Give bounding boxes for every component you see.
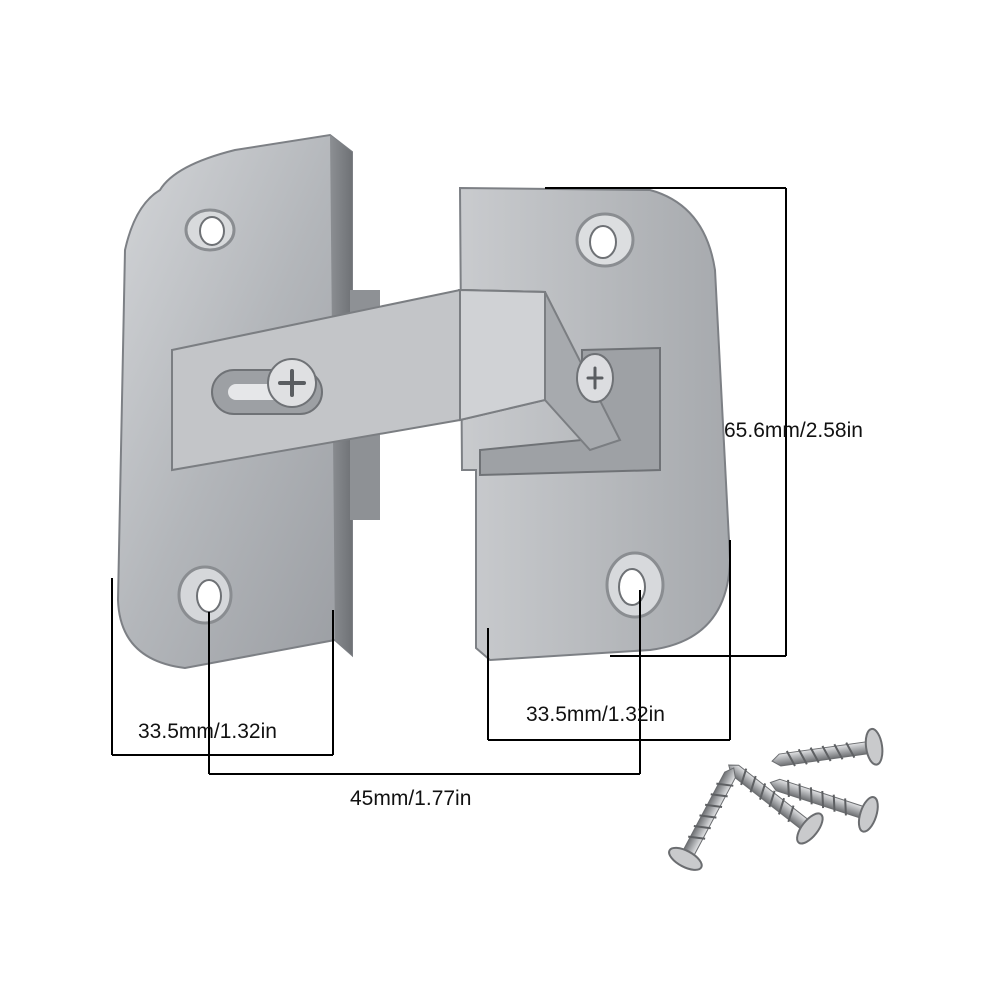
mounting-hole-icon bbox=[575, 212, 635, 268]
screw-icon bbox=[771, 727, 884, 767]
hole-center-distance-label: 45mm/1.77in bbox=[350, 787, 472, 810]
screw-head-icon bbox=[576, 353, 614, 403]
screw-icon bbox=[668, 767, 736, 871]
screw-head-icon bbox=[267, 358, 317, 408]
mounting-hole-icon bbox=[184, 208, 236, 252]
mounting-hole-icon bbox=[177, 565, 233, 625]
hinge-arm bbox=[171, 288, 622, 520]
screw-icon bbox=[728, 764, 824, 845]
left-plate-width-label: 33.5mm/1.32in bbox=[138, 720, 277, 743]
screw-icon bbox=[769, 778, 879, 833]
mounting-hole-icon bbox=[605, 551, 665, 619]
height-dimension-label: 65.6mm/2.58in bbox=[724, 419, 863, 442]
dimension-lines bbox=[111, 187, 787, 775]
right-plate-width-label: 33.5mm/1.32in bbox=[526, 703, 665, 726]
